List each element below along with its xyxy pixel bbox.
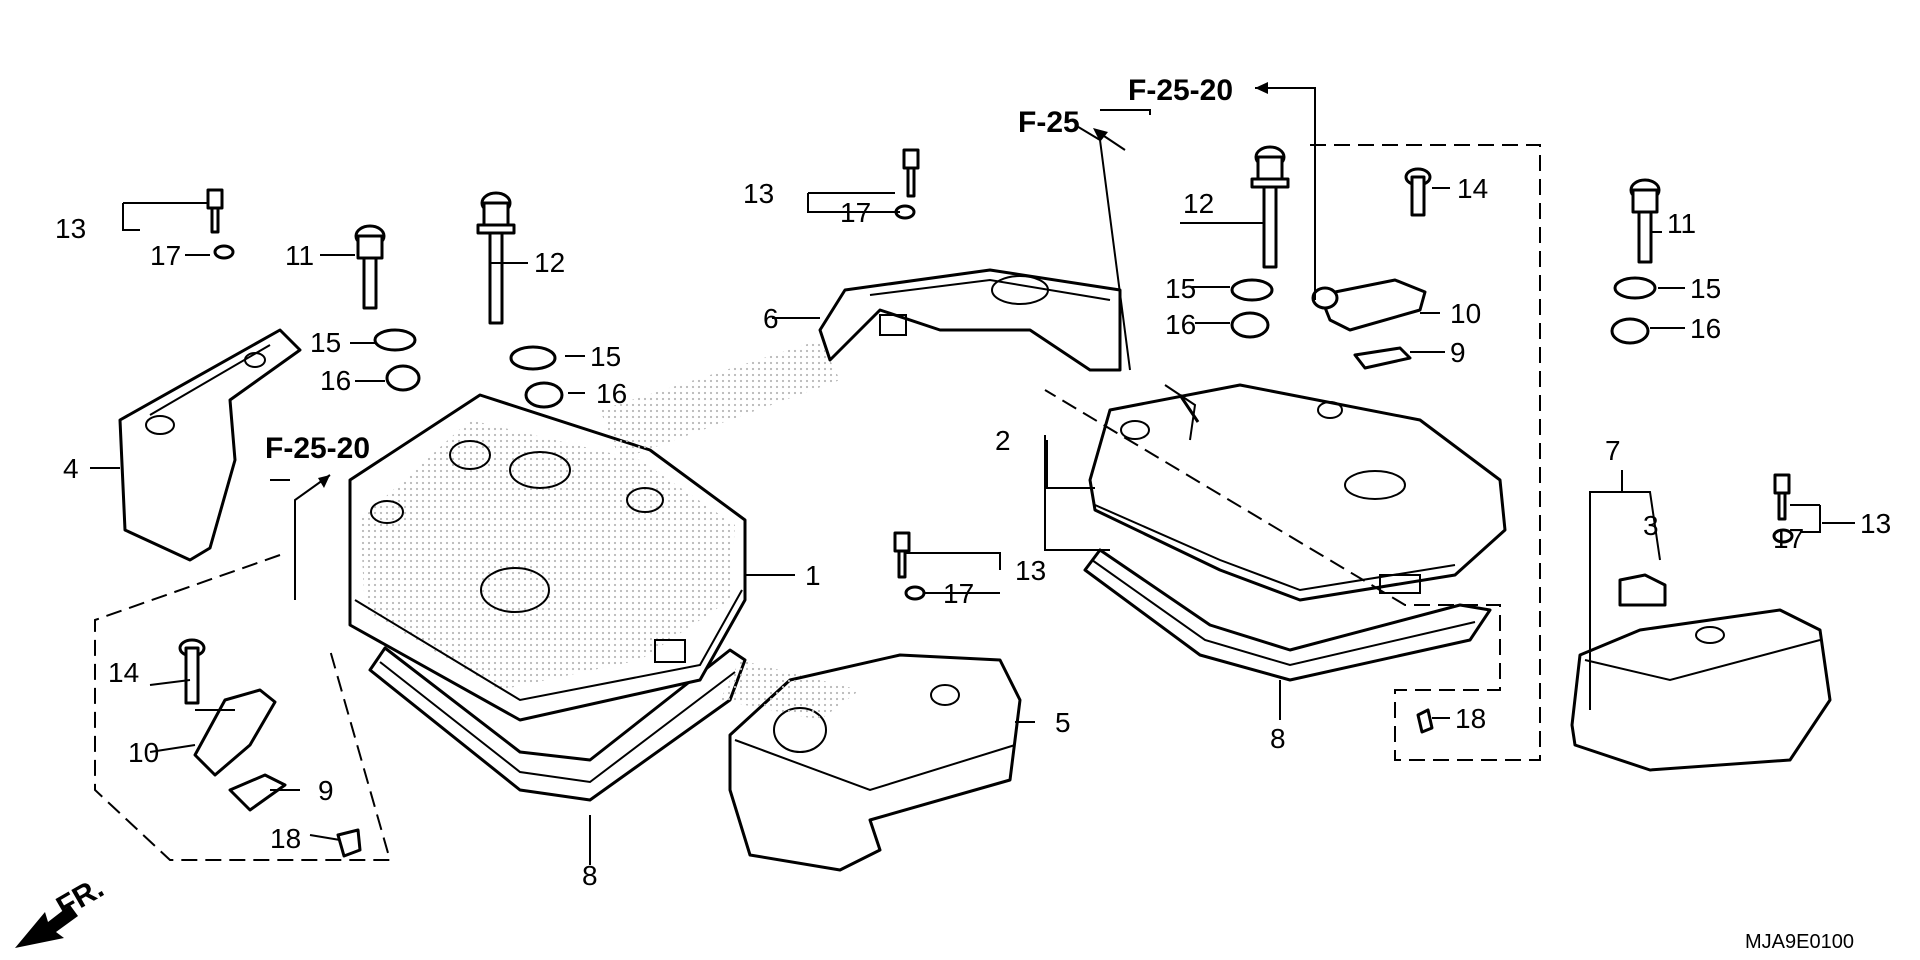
label-18-left: 18: [270, 823, 301, 854]
label-11-left: 11: [285, 240, 314, 271]
rubber-block-3: [1618, 573, 1667, 607]
label-15-mid: 15: [590, 341, 621, 372]
top-cover-6: [818, 268, 1122, 372]
bolt-14-right: [1404, 167, 1432, 217]
label-3: 3: [1643, 510, 1659, 541]
label-9-right: 9: [1450, 337, 1466, 368]
label-17-top: 17: [840, 197, 871, 228]
rear-cylinder-head-cover: [1088, 383, 1507, 602]
label-17-mid: 17: [943, 578, 974, 609]
label-13-mid: 13: [1015, 555, 1046, 586]
label-16-left: 16: [320, 365, 351, 396]
screw-13-top: [894, 148, 920, 220]
front-gasket: [368, 646, 747, 802]
label-8-left: 8: [582, 860, 598, 891]
ref-f-25-20-top[interactable]: F-25-20: [1128, 74, 1233, 107]
bolt-12-left: [476, 191, 516, 325]
rear-breather-dashed-box: [1044, 144, 1541, 761]
screw-13-left: [206, 188, 235, 260]
label-10-left: 10: [128, 737, 159, 768]
label-14-left: 14: [108, 657, 139, 688]
washers-right: [1230, 276, 1657, 345]
front-direction-arrow: FR.: [15, 871, 109, 948]
label-4: 4: [63, 453, 79, 484]
label-17-left: 17: [150, 240, 181, 271]
label-7: 7: [1605, 435, 1621, 466]
label-2: 2: [995, 425, 1011, 456]
ref-f-25-20-left[interactable]: F-25-20: [265, 432, 370, 465]
washers-left: [373, 328, 564, 409]
ref-f-25[interactable]: F-25: [1018, 106, 1080, 139]
label-16-mid: 16: [596, 378, 627, 409]
label-6: 6: [763, 303, 779, 334]
label-15-right: 15: [1165, 273, 1196, 304]
label-18-right: 18: [1455, 703, 1486, 734]
label-10-right: 10: [1450, 298, 1481, 329]
label-17-right: 17: [1773, 523, 1804, 554]
breather-10-left: [178, 638, 362, 858]
front-cover-bracket-4: [118, 328, 302, 562]
bolt-11-left: [354, 224, 386, 310]
label-11-right: 11: [1667, 208, 1696, 239]
front-breather-dashed-box: [94, 554, 392, 861]
label-8-right: 8: [1270, 723, 1286, 754]
label-15-far-right: 15: [1690, 273, 1721, 304]
bolt-11-right: [1629, 178, 1661, 264]
label-15-left: 15: [310, 327, 341, 358]
label-13-right: 13: [1860, 508, 1891, 539]
screw-13-mid: [893, 531, 926, 601]
breather-10-right: [1311, 278, 1434, 734]
label-9-left: 9: [318, 775, 334, 806]
label-5: 5: [1055, 707, 1071, 738]
label-13-left: 13: [55, 213, 86, 244]
label-14-right: 14: [1457, 173, 1488, 204]
rear-cover-7: [1570, 608, 1832, 772]
reference-arrows: [294, 82, 1290, 600]
leader-lines: [90, 87, 1855, 865]
screw-13-right: [1772, 473, 1794, 544]
label-16-far-right: 16: [1690, 313, 1721, 344]
label-12-left: 12: [534, 247, 565, 278]
label-1: 1: [805, 560, 821, 591]
label-12-right: 12: [1183, 188, 1214, 219]
front-cylinder-head-cover: [348, 393, 747, 722]
rear-gasket: [1083, 548, 1492, 682]
bolt-12-right: [1250, 145, 1290, 269]
label-16-right: 16: [1165, 309, 1196, 340]
diagram-code: MJA9E0100: [1745, 931, 1854, 953]
label-13-top: 13: [743, 178, 774, 209]
